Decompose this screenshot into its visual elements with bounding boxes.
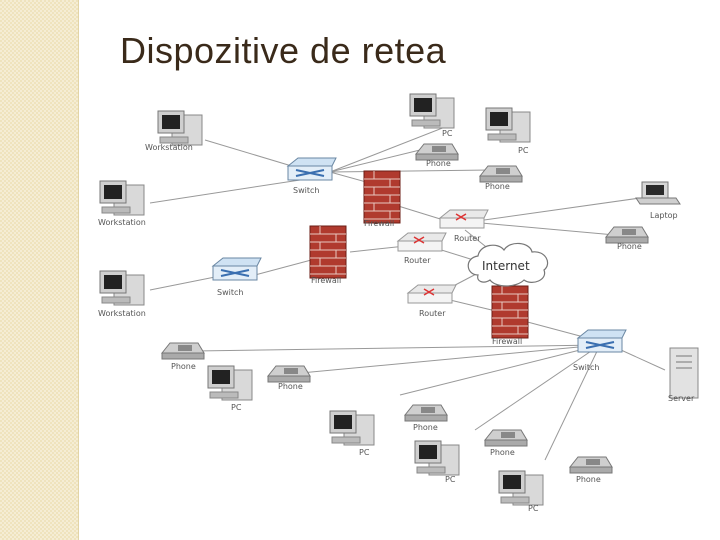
phone-label-laptop: Phone [617, 242, 642, 251]
phone-node-bottom-2: Phone [484, 429, 528, 457]
pc-node-top-2: PC [485, 107, 531, 155]
pc-label-bottom-1: PC [359, 448, 370, 457]
pc-label-left: PC [231, 403, 242, 412]
switch-node-3: Switch [573, 329, 627, 372]
switch-label-3: Switch [573, 363, 599, 372]
laptop-label: Laptop [650, 211, 678, 220]
pc-label-top-2: PC [518, 146, 529, 155]
pc-label-bottom-2: PC [445, 475, 456, 484]
internet-cloud: Internet [467, 242, 549, 287]
server-node: Server [668, 347, 699, 403]
slide-title: Dispozitive de retea [120, 30, 447, 71]
phone-label-left: Phone [171, 362, 196, 371]
phone-node-top-2: Phone [479, 165, 523, 191]
phone-node-top-1: Phone [415, 143, 459, 168]
laptop-node: Laptop [635, 181, 681, 220]
firewall-label-2: Firewall [311, 276, 341, 285]
pc-label-bottom-3: PC [528, 504, 539, 513]
pc-node-bottom-1: PC [329, 410, 375, 457]
phone-label-bottom-1: Phone [413, 423, 438, 432]
firewall-node-3: Firewall [491, 285, 529, 346]
workstation-label-3: Workstation [98, 309, 146, 318]
server-label: Server [668, 394, 695, 403]
pc-node-bottom-3: PC [498, 470, 544, 513]
connection-lines [149, 126, 666, 461]
workstation-node-2: Workstation [98, 180, 146, 227]
switch-label-2: Switch [217, 288, 243, 297]
workstation-label-1: Workstation [145, 143, 193, 152]
firewall-node-2: Firewall [309, 225, 347, 285]
workstation-label-2: Workstation [98, 218, 146, 227]
firewall-label-3: Firewall [492, 337, 522, 346]
phone-label-bottom-3: Phone [576, 475, 601, 484]
firewall-label-1: Firewall [364, 219, 394, 228]
router-label-2: Router [404, 256, 431, 265]
switch-node-1: Switch [287, 157, 337, 195]
pc-node-top-1: PC [409, 93, 455, 138]
decorative-sidebar [0, 0, 79, 540]
phone-node-bottom-3: Phone [569, 456, 613, 484]
phone-node-left: Phone [161, 342, 205, 371]
switch-node-2: Switch [212, 257, 262, 297]
phone-label-top-2: Phone [485, 182, 510, 191]
pc-label-top-1: PC [442, 129, 453, 138]
workstation-node-3: Workstation [98, 270, 146, 318]
pc-node-bottom-2: PC [414, 440, 460, 484]
phone-node-laptop: Phone [605, 226, 649, 251]
pc-node-left: PC [207, 365, 253, 412]
internet-label: Internet [482, 259, 530, 273]
phone-label-top-1: Phone [426, 159, 451, 168]
workstation-node-1: Workstation [145, 110, 203, 152]
router-node-2: Router [397, 232, 447, 265]
phone-label-bottom-2: Phone [490, 448, 515, 457]
router-node-3: Router [407, 284, 457, 318]
router-label-1: Router [454, 234, 481, 243]
phone-node-bottom-1: Phone [404, 404, 448, 432]
switch-label-1: Switch [293, 186, 319, 195]
firewall-node-1: Firewall [363, 170, 401, 228]
phone-label-mid: Phone [278, 382, 303, 391]
phone-node-mid: Phone [267, 365, 311, 391]
router-label-3: Router [419, 309, 446, 318]
router-node-1: Router [439, 209, 489, 243]
